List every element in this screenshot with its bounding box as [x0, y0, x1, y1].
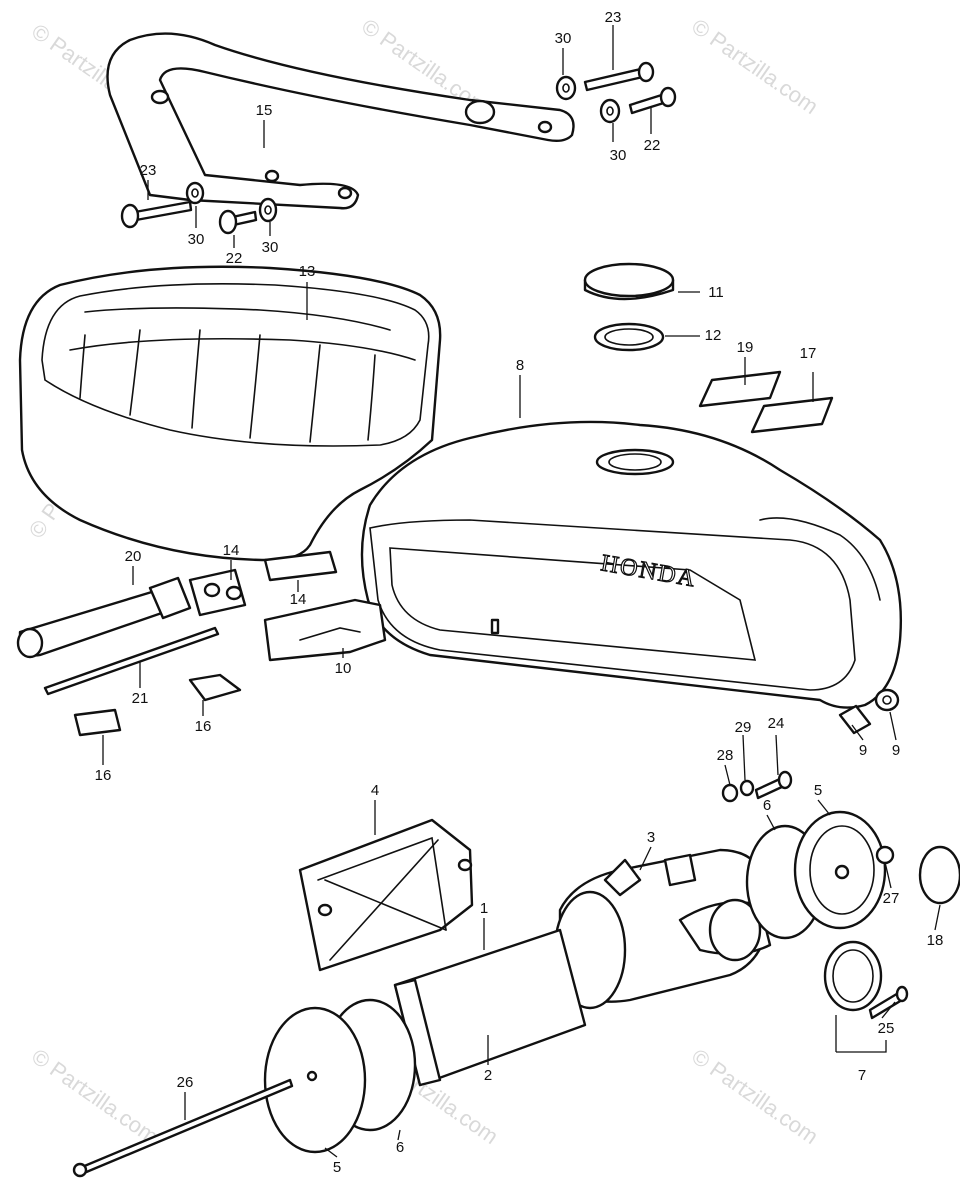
watermark-3: © Partzilla.com	[687, 14, 823, 120]
callout-2: 2	[484, 1067, 492, 1084]
callout-23-left: 23	[140, 162, 157, 179]
rail-fasteners	[120, 61, 677, 235]
seat-dampers	[188, 550, 387, 662]
watermark-6: © Partzilla.com	[27, 1044, 163, 1150]
callouts: 15 23 30 30 22 23 30 30 22 13 11 12 19 1…	[95, 9, 944, 1176]
callout-1: 1	[480, 900, 488, 917]
callout-9-b: 9	[892, 742, 900, 759]
callout-19: 19	[737, 339, 754, 356]
callout-7: 7	[858, 1067, 866, 1084]
emblem-plates	[698, 370, 834, 434]
grab-rail-drawing	[106, 32, 575, 210]
callout-17: 17	[800, 345, 817, 362]
callout-28: 28	[717, 747, 734, 764]
fuel-cap-drawing	[583, 262, 675, 352]
callout-12: 12	[705, 327, 722, 344]
air-cleaner-bracket	[298, 818, 474, 972]
left-covers	[72, 998, 417, 1178]
fuel-tank-drawing: HONDA	[360, 420, 903, 709]
callout-11: 11	[708, 284, 724, 301]
tank-fasteners	[721, 770, 793, 803]
hose-clamp	[823, 940, 909, 1020]
callout-9-a: 9	[859, 742, 867, 759]
tank-cushions	[838, 688, 900, 735]
callout-5-right: 5	[814, 782, 822, 799]
right-covers	[745, 810, 960, 940]
callout-30-left-b: 30	[262, 239, 279, 256]
callout-10: 10	[335, 660, 352, 677]
callout-21: 21	[132, 690, 149, 707]
callout-14-a: 14	[223, 542, 240, 559]
callout-3: 3	[647, 829, 655, 846]
callout-24: 24	[768, 715, 785, 732]
air-cleaner-case	[553, 848, 772, 1010]
callout-13: 13	[299, 263, 316, 280]
air-filter-element	[393, 928, 587, 1087]
leader-lines	[102, 25, 941, 1158]
callout-18: 18	[927, 932, 944, 949]
callout-8: 8	[516, 357, 524, 374]
callout-6-left: 6	[396, 1139, 404, 1156]
callout-4: 4	[371, 782, 379, 799]
callout-22-left: 22	[226, 250, 243, 267]
callout-26: 26	[177, 1074, 194, 1091]
watermark-8: © Partzilla.com	[687, 1044, 823, 1150]
seat-drawing	[18, 265, 442, 562]
callout-14-b: 14	[290, 591, 307, 608]
callout-30-top-left: 30	[555, 30, 572, 47]
callout-23-top: 23	[605, 9, 622, 26]
callout-15: 15	[256, 102, 273, 119]
callout-16-a: 16	[195, 718, 212, 735]
callout-20: 20	[125, 548, 142, 565]
callout-30-left-a: 30	[188, 231, 205, 248]
callout-22-top: 22	[644, 137, 661, 154]
callout-6-right: 6	[763, 797, 771, 814]
callout-29: 29	[735, 719, 752, 736]
callout-5-left: 5	[333, 1159, 341, 1176]
seat-hinge-parts	[16, 576, 242, 737]
callout-25: 25	[878, 1020, 895, 1037]
callout-30-top-right: 30	[610, 147, 627, 164]
callout-27: 27	[883, 890, 900, 907]
callout-16-b: 16	[95, 767, 112, 784]
